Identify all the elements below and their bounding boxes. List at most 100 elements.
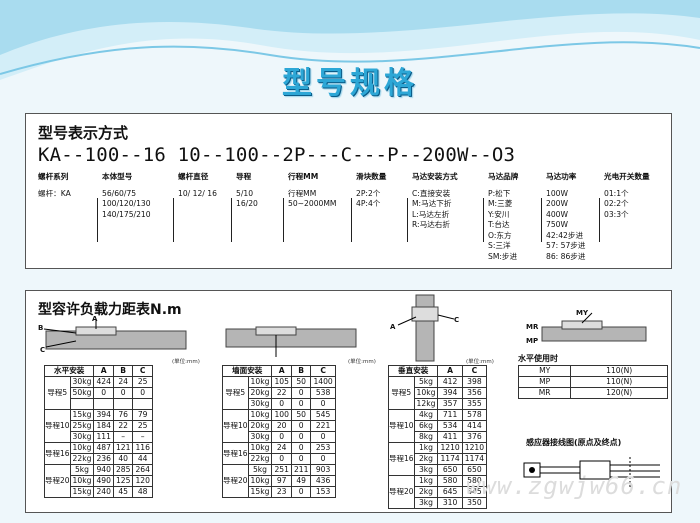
load-cell: 22 bbox=[271, 387, 292, 399]
load-cell: 350 bbox=[461, 497, 488, 509]
column-divider bbox=[97, 198, 98, 242]
load-cell: 25kg bbox=[69, 420, 95, 432]
label-my: MY bbox=[576, 309, 589, 317]
column-divider bbox=[173, 198, 174, 242]
load-cell: 10kg bbox=[247, 475, 273, 487]
load-cell: 534 bbox=[437, 420, 463, 432]
load-cell: 310 bbox=[437, 497, 463, 509]
load-cell: – bbox=[112, 431, 134, 443]
load-cell: 2kg bbox=[413, 486, 439, 498]
spec-value: 100/120/130 bbox=[102, 199, 151, 208]
load-cell bbox=[132, 398, 153, 410]
load-cell: 211 bbox=[290, 464, 312, 476]
column-divider bbox=[599, 198, 600, 242]
label-mp: MP bbox=[526, 337, 539, 345]
load-cell: 4kg bbox=[413, 409, 439, 421]
load-cell: 538 bbox=[310, 387, 336, 399]
spec-value: 100W bbox=[546, 188, 569, 198]
horizontal-use-cell: MP bbox=[517, 376, 572, 388]
spec-value: 2P:2个 bbox=[356, 188, 381, 198]
spec-value: M:马达下折 bbox=[412, 199, 452, 208]
moment-diagram bbox=[541, 312, 647, 342]
load-cell: 0 bbox=[132, 387, 153, 399]
spec-value: 50~2000MM bbox=[288, 199, 337, 208]
load-cell: 0 bbox=[290, 453, 312, 465]
load-header-cell: C bbox=[461, 365, 488, 377]
unit-note-3: (单位:mm) bbox=[466, 359, 494, 365]
load-cell: 116 bbox=[132, 442, 153, 454]
load-cell: 355 bbox=[461, 398, 488, 410]
load-cell: 411 bbox=[437, 431, 463, 443]
spec-column-header: 螺杆系列 bbox=[38, 172, 69, 181]
label-c-3: C bbox=[454, 316, 460, 324]
load-header-cell: C bbox=[132, 365, 153, 377]
load-cell: 10kg bbox=[69, 475, 95, 487]
load-cell: 394 bbox=[437, 387, 463, 399]
load-cell: 1210 bbox=[437, 442, 463, 454]
label-a-3: A bbox=[390, 323, 396, 331]
table-row bbox=[45, 398, 153, 410]
load-cell: 2kg bbox=[413, 453, 439, 465]
spec-value: 螺杆：KA bbox=[38, 188, 71, 198]
lead-label: 导程16 bbox=[222, 442, 249, 465]
spec-column-header: 马达安装方式 bbox=[412, 172, 458, 181]
load-cell: 221 bbox=[310, 420, 336, 432]
load-cell: 398 bbox=[461, 376, 488, 388]
load-cell: 5kg bbox=[247, 464, 273, 476]
load-cell: 30kg bbox=[69, 376, 95, 388]
load-cell: 49 bbox=[290, 475, 312, 487]
load-cell: 20kg bbox=[247, 420, 273, 432]
load-cell: 1210 bbox=[461, 442, 488, 454]
load-cell: 0 bbox=[112, 387, 134, 399]
load-cell: 414 bbox=[461, 420, 488, 432]
spec-value: S:三洋 bbox=[488, 241, 511, 250]
spec-value: SM:步进 bbox=[488, 251, 518, 261]
vertical-rail-diagram bbox=[397, 294, 454, 362]
load-cell: 578 bbox=[461, 409, 488, 421]
unit-note-2: (单位:mm) bbox=[348, 359, 376, 365]
spec-value: 57: 57步进 bbox=[546, 241, 586, 250]
spec-value: Y:安川 bbox=[488, 209, 510, 219]
load-cell: 0 bbox=[290, 442, 312, 454]
spec-value: 10/ 12/ 16 bbox=[178, 188, 217, 198]
load-cell: 50kg bbox=[69, 387, 95, 399]
load-cell: 8kg bbox=[413, 431, 439, 443]
spec-value: 86: 86步进 bbox=[546, 251, 586, 261]
load-cell: 120 bbox=[132, 475, 153, 487]
unit-note-1: (单位:mm) bbox=[172, 359, 200, 365]
spec-value: 56/60/75 bbox=[102, 188, 137, 198]
load-cell: 0 bbox=[310, 398, 336, 410]
load-cell: 153 bbox=[310, 486, 336, 498]
load-cell bbox=[69, 398, 95, 410]
spec-column-header: 本体型号 bbox=[102, 172, 133, 181]
load-cell: 711 bbox=[437, 409, 463, 421]
load-cell: 23 bbox=[271, 486, 292, 498]
spec-value: M:三菱 bbox=[488, 199, 513, 208]
lead-label: 导程20 bbox=[388, 475, 415, 509]
header-wave bbox=[0, 0, 700, 80]
spec-value: 16/20 bbox=[236, 199, 258, 208]
wiring-diagram bbox=[523, 457, 660, 489]
load-cell: 15kg bbox=[69, 486, 95, 498]
load-cell: 645 bbox=[437, 486, 463, 498]
load-cell: 3kg bbox=[413, 464, 439, 476]
spec-value: L:马达左折 bbox=[412, 209, 450, 219]
load-header-cell: C bbox=[310, 365, 336, 377]
spec-column-header: 导程 bbox=[236, 172, 252, 181]
load-cell: 436 bbox=[310, 475, 336, 487]
load-cell: 5kg bbox=[413, 376, 439, 388]
load-cell: 264 bbox=[132, 464, 153, 476]
load-cell: 0 bbox=[93, 387, 114, 399]
